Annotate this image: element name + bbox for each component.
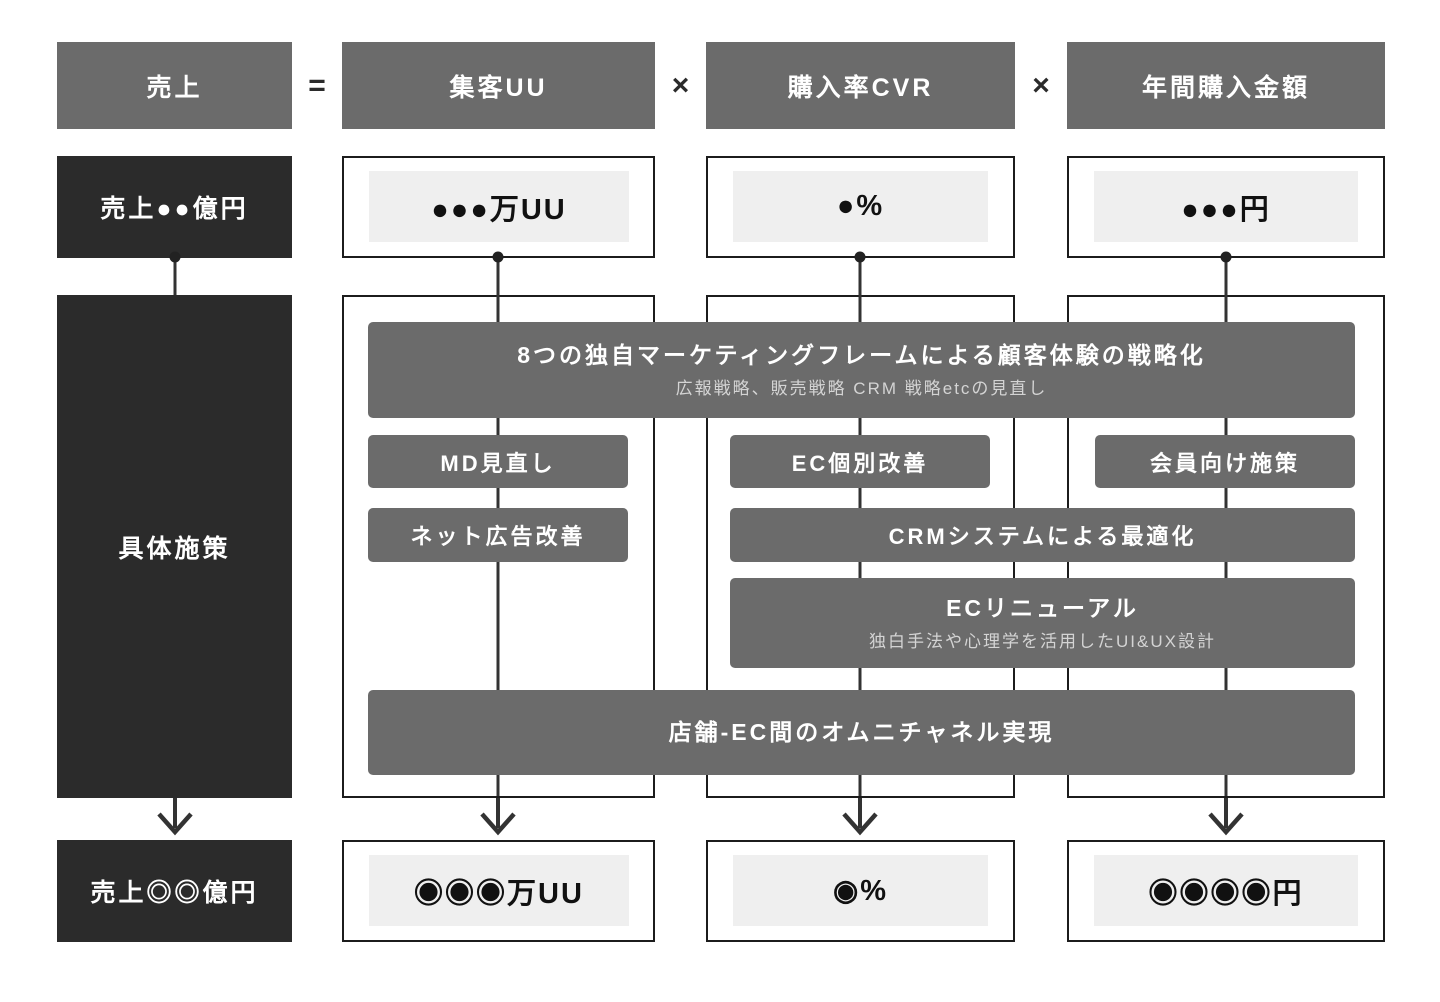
target-cvr-value: ◉% xyxy=(733,855,988,926)
down-arrow-icon xyxy=(480,798,516,836)
member-measure-bar: 会員向け施策 xyxy=(1095,435,1355,488)
connector-dot xyxy=(492,251,504,263)
connector-line xyxy=(1224,257,1228,296)
net-ad-bar-label: ネット広告改善 xyxy=(410,524,586,549)
formula-factor-box-uu: 集客UU xyxy=(342,42,655,129)
down-arrow-icon xyxy=(1208,798,1244,836)
measures-label-box: 具体施策 xyxy=(57,295,292,798)
connector-line xyxy=(173,257,176,296)
connector-dot xyxy=(854,251,866,263)
connector-dot xyxy=(169,251,180,263)
strategy-measure-bar: 8つの独自マーケティングフレームによる顧客体験の戦略化 広報戦略、販売戦略 CR… xyxy=(368,322,1355,418)
formula-factor-box-amount: 年間購入金額 xyxy=(1067,42,1385,129)
ec-improve-bar-label: EC個別改善 xyxy=(791,450,929,476)
ec-renewal-bar-title: ECリニューアル xyxy=(946,594,1139,621)
formula-result-box: 売上 xyxy=(57,42,292,129)
down-arrow-icon xyxy=(842,798,878,836)
formula-factor-label: 集客UU xyxy=(449,73,548,102)
ec-improve-measure-bar: EC個別改善 xyxy=(730,435,990,488)
net-ad-measure-bar: ネット広告改善 xyxy=(368,508,628,562)
formula-factor-label: 年間購入金額 xyxy=(1141,73,1310,102)
target-sales-label: 売上◎◎億円 xyxy=(90,879,259,907)
omnichannel-measure-bar: 店舗-EC間のオムニチャネル実現 xyxy=(368,690,1355,775)
target-sales-label-box: 売上◎◎億円 xyxy=(57,840,292,942)
current-cvr-value: ●% xyxy=(733,171,988,242)
crm-bar-label: CRMシステムによる最適化 xyxy=(888,524,1197,549)
down-arrow-icon xyxy=(156,798,193,836)
target-amount-value: ◉◉◉◉円 xyxy=(1094,855,1358,926)
strategy-bar-subtitle: 広報戦略、販売戦略 CRM 戦略etcの見直し xyxy=(675,379,1048,399)
formula-result-label: 売上 xyxy=(146,73,203,102)
connector-dot xyxy=(1220,251,1232,263)
current-sales-label: 売上●●億円 xyxy=(100,195,249,223)
current-uu-value: ●●●万UU xyxy=(369,171,629,242)
measures-label: 具体施策 xyxy=(118,534,231,563)
times-sign-1: × xyxy=(671,68,690,102)
connector-line xyxy=(496,257,500,296)
omnichannel-bar-label: 店舗-EC間のオムニチャネル実現 xyxy=(668,719,1055,746)
md-measure-bar: MD見直し xyxy=(368,435,628,488)
strategy-bar-title: 8つの独自マーケティングフレームによる顧客体験の戦略化 xyxy=(517,341,1206,368)
current-sales-label-box: 売上●●億円 xyxy=(57,156,292,258)
target-uu-value: ◉◉◉万UU xyxy=(369,855,629,926)
ec-renewal-bar-subtitle: 独白手法や心理学を活用したUI&UX設計 xyxy=(869,632,1216,652)
times-sign-2: × xyxy=(1032,68,1050,102)
member-bar-label: 会員向け施策 xyxy=(1149,450,1300,476)
crm-measure-bar: CRMシステムによる最適化 xyxy=(730,508,1355,562)
formula-factor-label: 購入率CVR xyxy=(787,73,934,102)
equals-sign: = xyxy=(308,68,326,102)
ec-renewal-measure-bar: ECリニューアル 独白手法や心理学を活用したUI&UX設計 xyxy=(730,578,1355,668)
current-amount-value: ●●●円 xyxy=(1094,171,1358,242)
md-bar-label: MD見直し xyxy=(440,450,556,476)
connector-line xyxy=(858,257,862,296)
formula-factor-box-cvr: 購入率CVR xyxy=(706,42,1015,129)
